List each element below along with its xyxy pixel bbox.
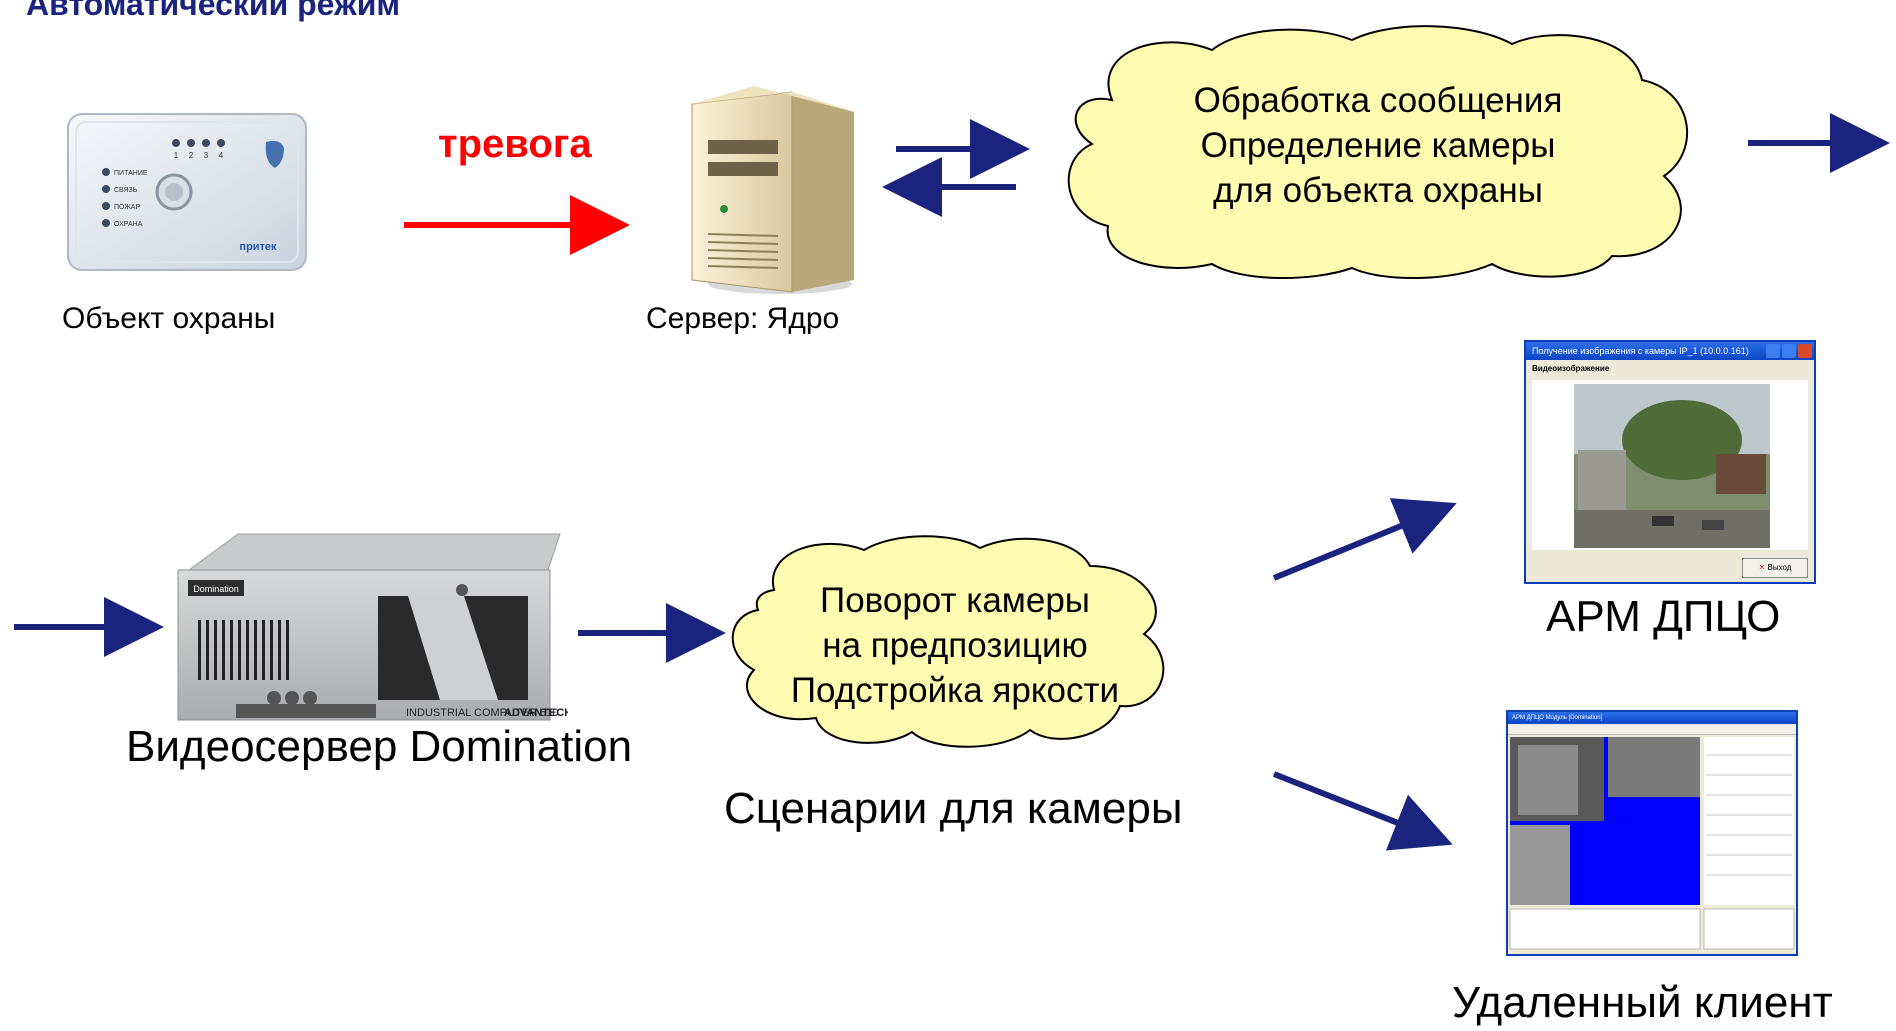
cloud-to-remote-arrow bbox=[1272, 771, 1453, 851]
remote-label: Удаленный клиент bbox=[1452, 978, 1833, 1027]
cloud-1-line-1: Обработка сообщения bbox=[1193, 81, 1563, 120]
cloud-2-line-3: Подстройка яркости bbox=[790, 671, 1120, 710]
maximize-icon bbox=[1782, 344, 1796, 358]
page-title: Автоматический режим bbox=[26, 0, 401, 22]
cloud-2-shape bbox=[731, 535, 1165, 748]
minimize-icon bbox=[1766, 344, 1780, 358]
object-label: Объект охраны bbox=[62, 302, 276, 335]
videoserver-icon: Domination INDUSTRIAL COMPUTER 610 ADVAN… bbox=[176, 533, 568, 721]
server-icon bbox=[691, 86, 854, 294]
indicator-2-text: 2 bbox=[189, 151, 194, 160]
cloud-2-line-1: Поворот камеры bbox=[820, 581, 1090, 620]
keypad-device-icon: 1 2 3 4 ПИТАНИЕ СВЯЗЬ ПОЖАР ОХРАНА прите… bbox=[67, 113, 307, 271]
videoserver-label: Видеосервер Domination bbox=[126, 722, 633, 771]
cloud-2-line-2: на предпозицию bbox=[822, 626, 1088, 665]
arm-section-label: Видеоизображение bbox=[1532, 364, 1610, 373]
led-link-text: СВЯЗЬ bbox=[114, 187, 138, 194]
indicator-4-text: 4 bbox=[219, 151, 224, 160]
camera-image bbox=[1574, 384, 1770, 548]
arm-video-area bbox=[1532, 380, 1808, 550]
remote-window-thumbnail: АРМ ДПЦО Модуль [Domination] bbox=[1506, 710, 1798, 956]
server-label: Сервер: Ядро bbox=[646, 302, 840, 335]
arm-window-title: Получение изображения с камеры IP_1 (10.… bbox=[1532, 346, 1749, 356]
cloud-1-text: Обработка сообщения Определение камеры д… bbox=[1052, 78, 1704, 213]
led-power-text: ПИТАНИЕ bbox=[114, 170, 148, 177]
alarm-label: тревога bbox=[438, 122, 592, 166]
led-fire-text: ПОЖАР bbox=[114, 204, 140, 211]
cloud-1-line-3: для объекта охраны bbox=[1213, 171, 1543, 210]
remote-window-titlebar: АРМ ДПЦО Модуль [Domination] bbox=[1508, 712, 1796, 724]
remote-toolbar bbox=[1508, 724, 1796, 735]
scenario-label: Сценарии для камеры bbox=[724, 784, 1183, 833]
cloud-1-shape bbox=[1067, 25, 1688, 280]
cloud-to-arm-arrow bbox=[1272, 498, 1457, 581]
keypad-brand-text: притек bbox=[239, 241, 277, 253]
led-guard-text: ОХРАНА bbox=[114, 221, 143, 228]
cloud-1-line-2: Определение камеры bbox=[1200, 126, 1556, 165]
arm-label: АРМ ДПЦО bbox=[1546, 592, 1781, 641]
industrial-brand-left-text: Domination bbox=[193, 584, 239, 594]
close-x-icon: ✕ bbox=[1758, 563, 1766, 572]
exit-button-label: Выход bbox=[1767, 563, 1792, 572]
close-icon bbox=[1798, 344, 1812, 358]
arm-window-thumbnail: Получение изображения с камеры IP_1 (10.… bbox=[1524, 340, 1816, 584]
cloud-2-text: Поворот камеры на предпозицию Подстройка… bbox=[724, 578, 1186, 713]
indicator-1-text: 1 bbox=[174, 151, 179, 160]
arm-window-titlebar: Получение изображения с камеры IP_1 (10.… bbox=[1526, 342, 1814, 360]
remote-window-title: АРМ ДПЦО Модуль [Domination] bbox=[1512, 715, 1603, 721]
industrial-model-text: INDUSTRIAL COMPUTER 610 bbox=[406, 707, 558, 719]
remote-window-content bbox=[1509, 737, 1795, 950]
indicator-3-text: 3 bbox=[204, 151, 209, 160]
industrial-brand-right-text: ADVANTECH bbox=[504, 707, 568, 719]
exit-button[interactable]: ✕ Выход bbox=[1742, 558, 1808, 578]
